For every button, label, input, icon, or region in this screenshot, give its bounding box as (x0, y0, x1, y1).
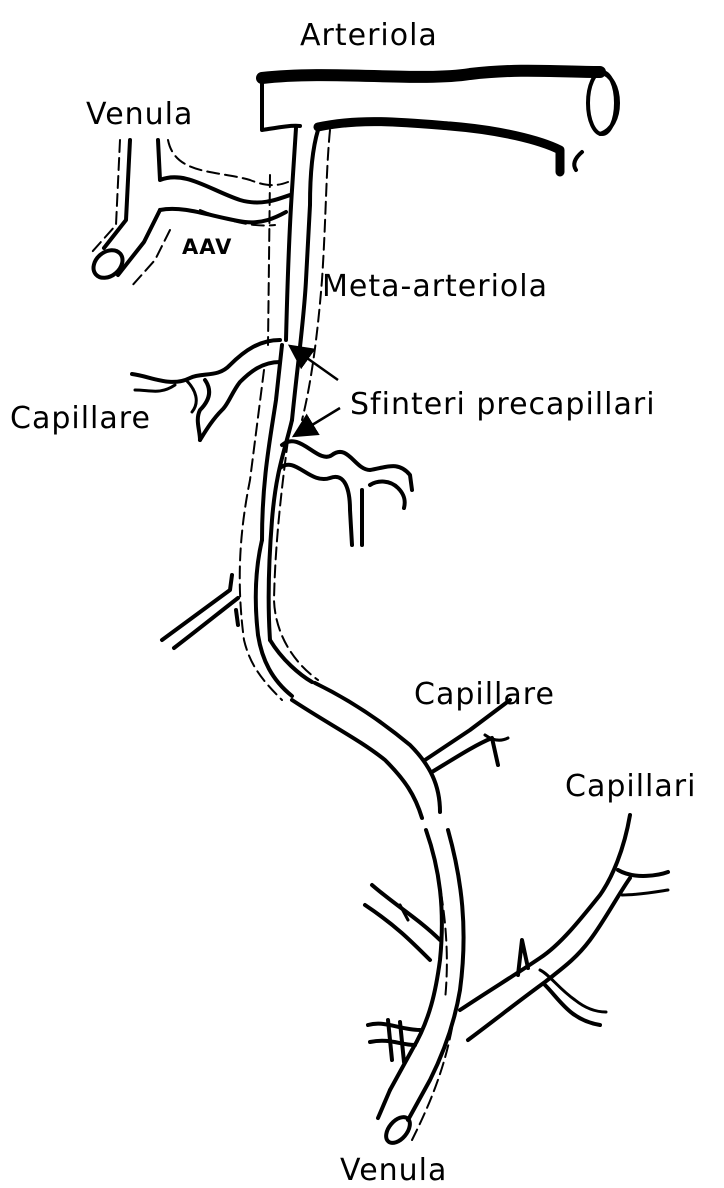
arteriola-label: Arteriola (300, 18, 438, 53)
capillari-branch (460, 815, 668, 1040)
capillare-left-label: Capillare (10, 401, 151, 436)
venula-top-vessel (88, 140, 290, 288)
capillare-sfinteri-branch (280, 441, 412, 545)
venula-bottom-label: Venula (340, 1153, 447, 1188)
aav-label: AAV (182, 235, 232, 259)
side-branch-left (162, 575, 238, 648)
arteriola-vessel (262, 71, 618, 172)
capillare-right-label: Capillare (414, 677, 555, 712)
sfinteri-label: Sfinteri precapillari (350, 387, 656, 422)
venula-top-label: Venula (86, 97, 193, 132)
lower-left-twigs (365, 885, 440, 1062)
capillari-label: Capillari (565, 769, 696, 804)
meta-arteriola-label: Meta-arteriola (322, 269, 548, 304)
